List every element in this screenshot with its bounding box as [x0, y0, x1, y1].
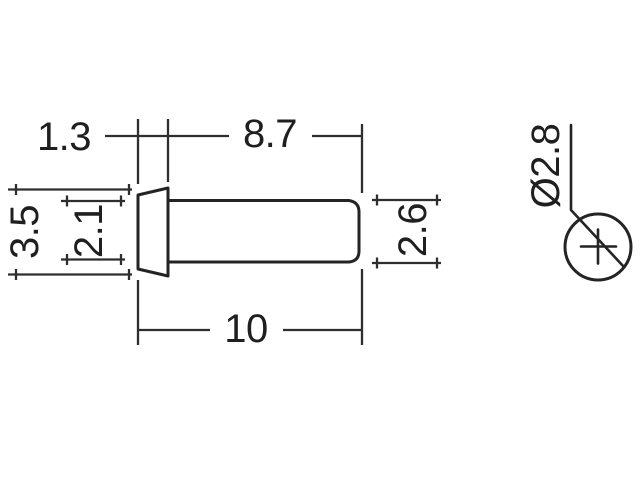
dim-head-length-label: 1.3	[37, 115, 91, 159]
rivet-head-outline	[136, 186, 170, 278]
rivet-shaft-outline	[166, 199, 361, 264]
top-dimension-group: 1.3 8.7	[37, 112, 364, 193]
right-dimension-group: 2.6	[372, 194, 441, 269]
left-dimension-group: 3.5 2.1	[3, 184, 132, 280]
dim-shaft-diameter-label: 2.6	[391, 203, 435, 257]
dim-diameter-label: Ø2.8	[524, 124, 568, 209]
dim-shaft-length-label: 8.7	[243, 112, 297, 156]
end-view: Ø2.8	[524, 123, 633, 282]
leader-line	[569, 123, 626, 269]
dim-head-diameter-label: 3.5	[3, 205, 47, 259]
dim-neck-diameter-label: 2.1	[67, 204, 111, 258]
front-view	[136, 186, 361, 278]
bottom-dimension-group: 10	[136, 269, 364, 351]
end-view-circle	[563, 212, 633, 282]
dim-total-length-label: 10	[224, 307, 268, 351]
